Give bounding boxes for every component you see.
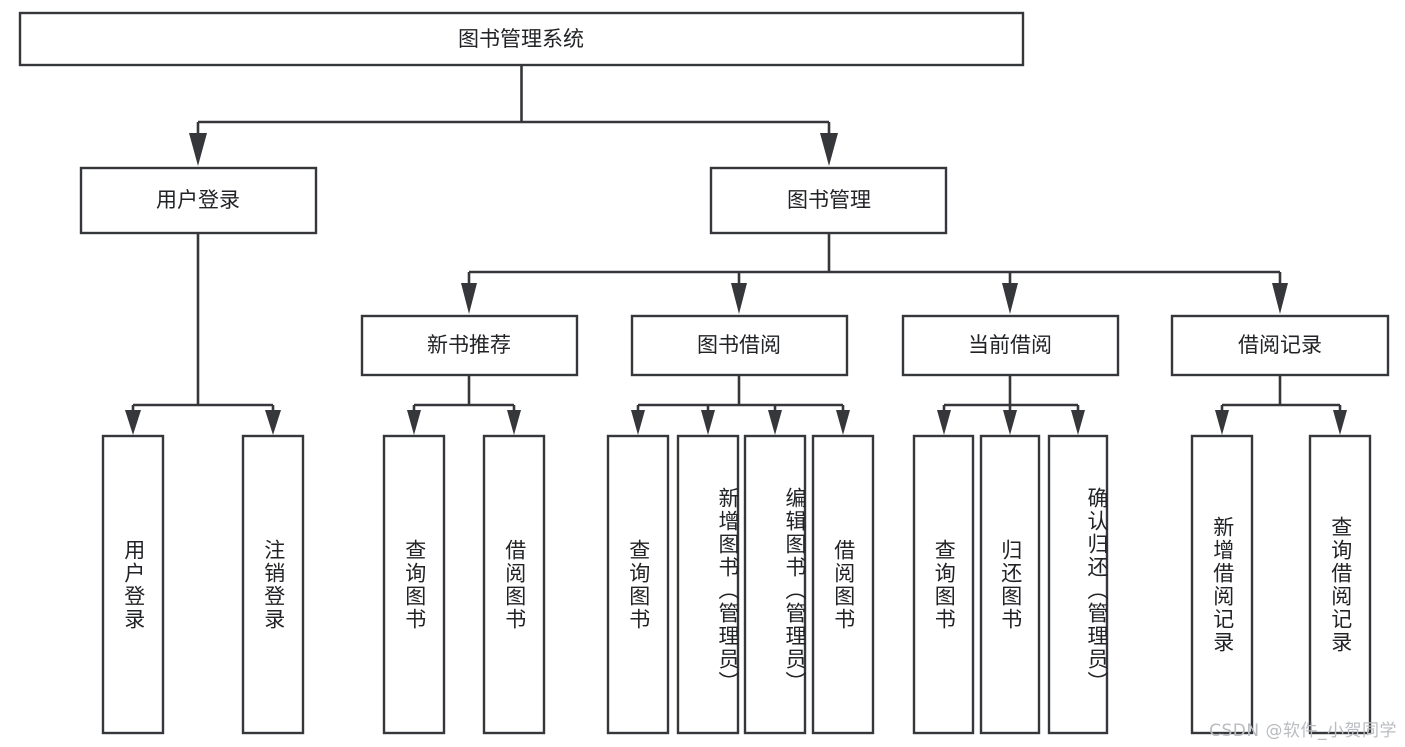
watermark-text: CSDN @软件_小贺同学 <box>1209 721 1397 741</box>
arrow-to-leaf-user-login <box>125 410 141 435</box>
arrow-to-borrow-record <box>1272 283 1288 314</box>
node-book-borrow-label: 图书借阅 <box>697 333 781 357</box>
connector-group-book-manage-to-level3 <box>461 234 1288 314</box>
node-book-manage-box[interactable] <box>709 166 948 235</box>
node-new-book-rec-label: 新书推荐 <box>427 333 511 357</box>
node-user-login-label: 用户登录 <box>156 188 240 212</box>
node-root[interactable]: 图书管理系统 <box>18 11 1025 67</box>
connector-group-user-login-to-leaves <box>125 234 281 435</box>
arrow-to-leaf-query-book-2 <box>631 410 645 435</box>
arrow-to-leaf-query-book-1 <box>407 410 421 435</box>
arrow-to-leaf-add-record <box>1215 410 1229 435</box>
node-book-borrow-box[interactable] <box>630 314 849 377</box>
arrow-to-leaf-query-record <box>1333 410 1347 435</box>
connector-group-borrow-record-to-leaves <box>1215 376 1347 435</box>
leaf-query-book-2-box[interactable] <box>606 434 670 735</box>
leaf-borrow-book-2-box[interactable] <box>811 434 875 735</box>
node-user-login-box[interactable] <box>79 166 318 235</box>
connector-group-new-book-rec-to-leaves <box>407 376 521 435</box>
arrow-to-user-login <box>189 133 207 166</box>
node-current-borrow[interactable]: 当前借阅 <box>901 314 1120 377</box>
leaf-query-book-1-box[interactable] <box>382 434 446 735</box>
leaf-query-book-3-box[interactable] <box>912 434 975 735</box>
connector-group-current-borrow-to-leaves <box>937 376 1085 435</box>
node-root-label: 图书管理系统 <box>458 27 584 51</box>
arrow-to-book-manage <box>820 133 838 166</box>
leaf-user-login-box[interactable] <box>101 434 165 735</box>
node-user-login[interactable]: 用户登录 <box>79 166 318 235</box>
arrow-to-leaf-borrow-book-1 <box>507 410 521 435</box>
leaf-add-record-box[interactable] <box>1190 434 1254 735</box>
leaf-boxes-group <box>101 434 1372 735</box>
arrow-to-leaf-confirm-return <box>1071 410 1085 435</box>
arrow-to-leaf-user-logout <box>265 410 281 435</box>
arrow-to-new-book-rec <box>461 283 477 314</box>
node-book-manage[interactable]: 图书管理 <box>709 166 948 235</box>
leaf-return-book-box[interactable] <box>979 434 1041 735</box>
arrow-to-leaf-edit-book <box>768 410 782 435</box>
node-current-borrow-label: 当前借阅 <box>968 333 1052 357</box>
node-borrow-record-label: 借阅记录 <box>1238 333 1322 357</box>
node-new-book-rec[interactable]: 新书推荐 <box>360 314 579 377</box>
arrow-to-leaf-add-book <box>701 410 715 435</box>
node-book-manage-label: 图书管理 <box>787 188 871 212</box>
arrow-to-leaf-borrow-book-2 <box>836 410 850 435</box>
node-new-book-rec-box[interactable] <box>360 314 579 377</box>
arrow-to-leaf-query-book-3 <box>937 410 951 435</box>
leaf-user-logout-box[interactable] <box>241 434 305 735</box>
node-current-borrow-box[interactable] <box>901 314 1120 377</box>
connector-group-root-to-level2 <box>189 65 838 166</box>
arrow-to-book-borrow <box>731 283 747 314</box>
leaf-query-record-box[interactable] <box>1308 434 1372 735</box>
node-book-borrow[interactable]: 图书借阅 <box>630 314 849 377</box>
leaf-add-book-box[interactable] <box>676 434 740 735</box>
node-borrow-record[interactable]: 借阅记录 <box>1170 314 1390 377</box>
connector-group-book-borrow-to-leaves <box>631 376 850 435</box>
node-root-box[interactable] <box>18 11 1025 67</box>
leaf-edit-book-box[interactable] <box>743 434 807 735</box>
node-borrow-record-box[interactable] <box>1170 314 1390 377</box>
arrow-to-current-borrow <box>1002 283 1018 314</box>
leaf-confirm-return-box[interactable] <box>1047 434 1109 735</box>
arrow-to-leaf-return-book <box>1003 410 1017 435</box>
leaf-borrow-book-1-box[interactable] <box>482 434 546 735</box>
